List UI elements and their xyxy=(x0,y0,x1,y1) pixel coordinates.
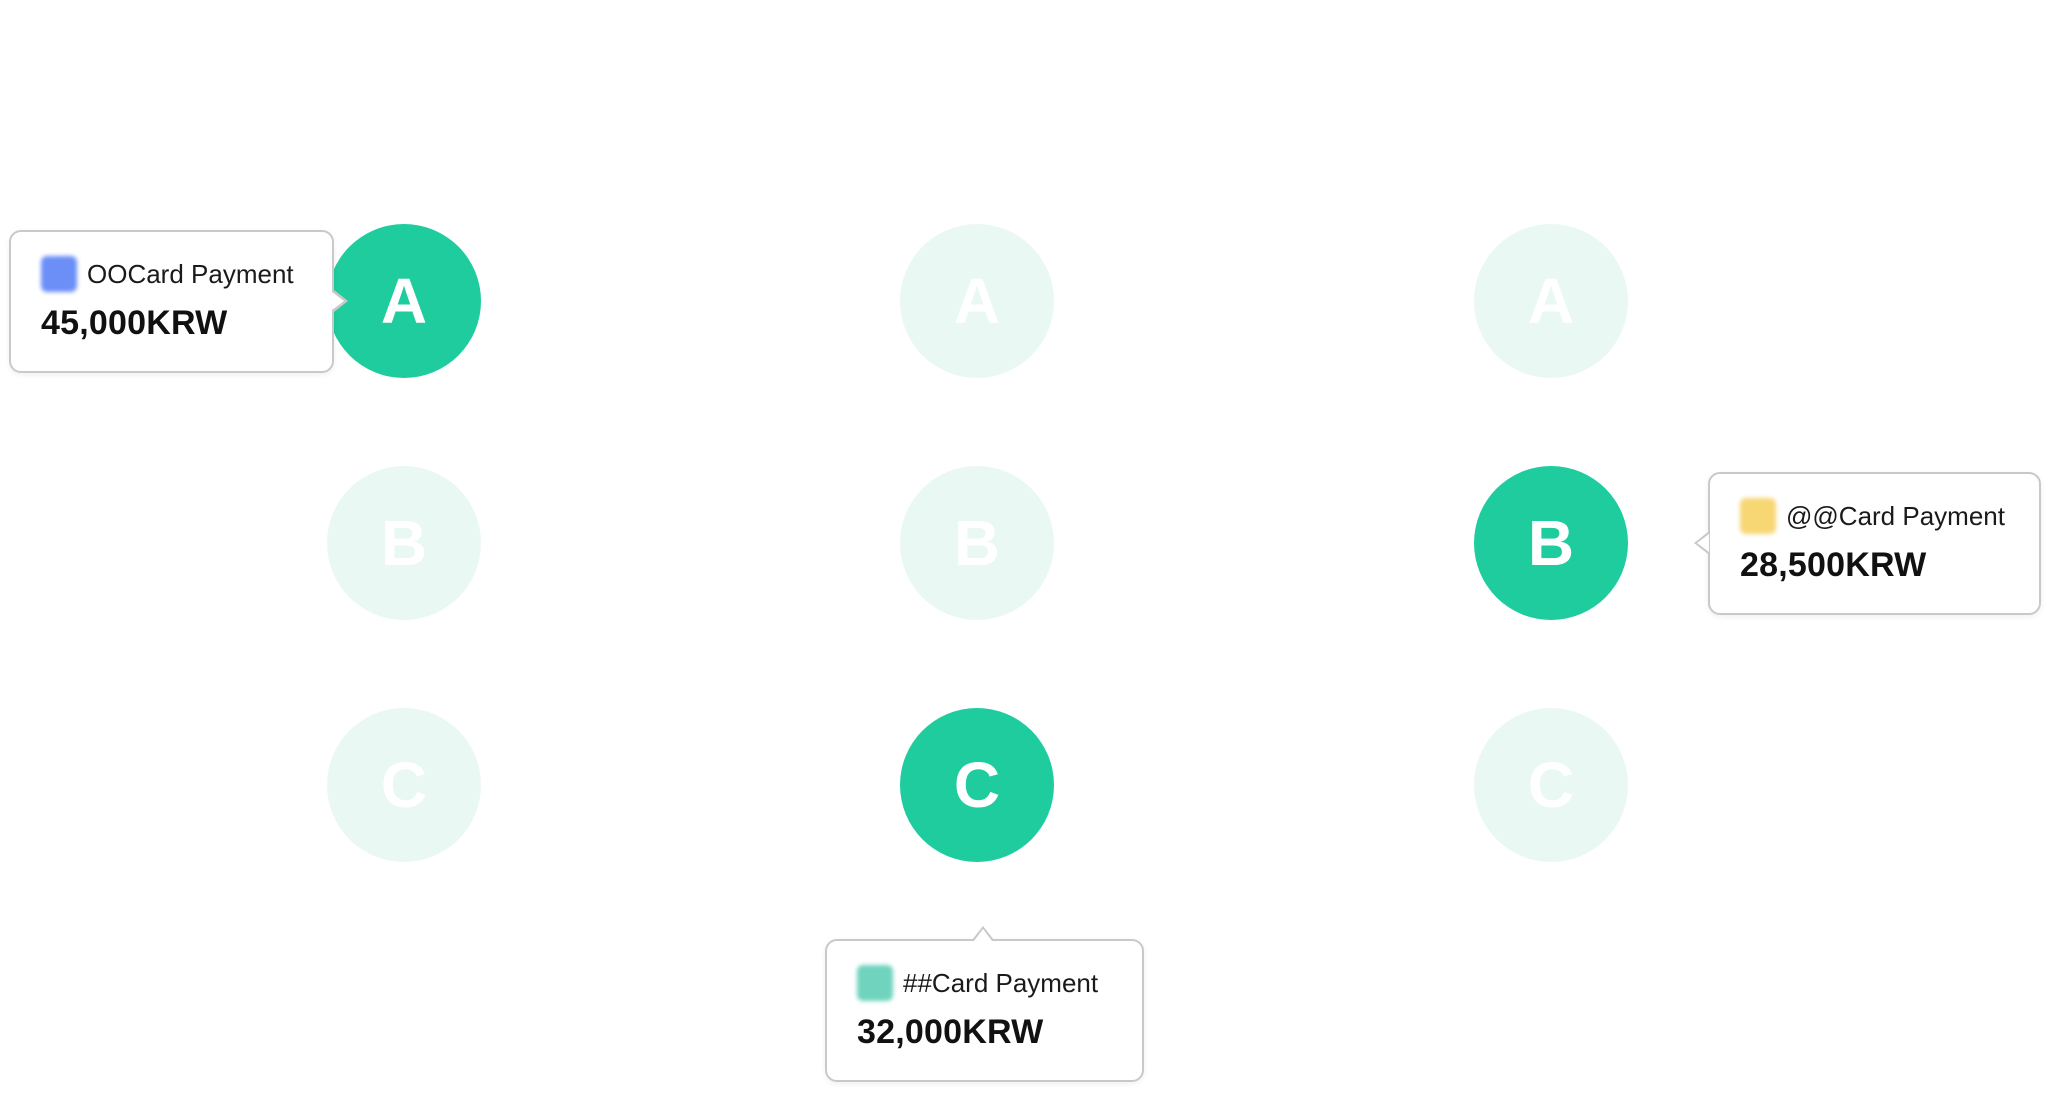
card-logo-icon xyxy=(1740,498,1776,534)
option-col1-a[interactable]: A xyxy=(327,224,481,378)
payment-method-name: ##Card Payment xyxy=(903,967,1099,998)
option-col3-a[interactable]: A xyxy=(1474,224,1628,378)
tooltip-pointer-fill xyxy=(974,929,992,941)
option-col2-a[interactable]: A xyxy=(900,224,1054,378)
tooltip-header: ##Card Payment xyxy=(857,965,1112,1001)
payment-amount: 32,000KRW xyxy=(857,1013,1044,1051)
option-col3-c[interactable]: C xyxy=(1474,708,1628,862)
tooltip-header: OOCard Payment xyxy=(41,256,302,292)
payment-tooltip-oocard: OOCard Payment 45,000KRW xyxy=(9,230,334,373)
card-logo-icon xyxy=(41,256,77,292)
payment-method-name: @@Card Payment xyxy=(1786,500,2005,531)
tooltip-pointer-fill xyxy=(1697,534,1709,552)
payment-tooltip-atcard: @@Card Payment 28,500KRW xyxy=(1708,472,2041,615)
option-col2-c[interactable]: C xyxy=(900,708,1054,862)
option-col2-b[interactable]: B xyxy=(900,466,1054,620)
payment-method-name: OOCard Payment xyxy=(87,258,294,289)
option-col3-b[interactable]: B xyxy=(1474,466,1628,620)
option-col1-c[interactable]: C xyxy=(327,708,481,862)
option-col1-b[interactable]: B xyxy=(327,466,481,620)
payment-amount: 28,500KRW xyxy=(1740,546,1927,584)
tooltip-pointer-fill xyxy=(332,292,344,310)
payment-tooltip-hashcard: ##Card Payment 32,000KRW xyxy=(825,939,1144,1082)
card-logo-icon xyxy=(857,965,893,1001)
payment-amount: 45,000KRW xyxy=(41,304,228,342)
tooltip-header: @@Card Payment xyxy=(1740,498,2009,534)
